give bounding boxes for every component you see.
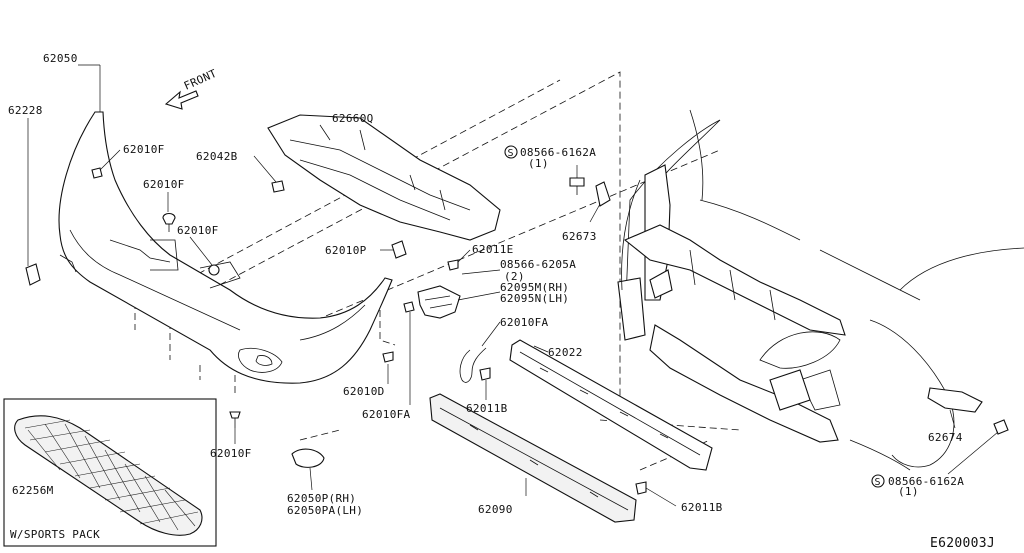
inset-caption: W/SPORTS PACK bbox=[10, 528, 100, 541]
label-62011b-b: 62011B bbox=[681, 501, 723, 514]
label-08566-6205a-qty: (2) bbox=[504, 270, 525, 283]
label-62010p: 62010P bbox=[325, 244, 367, 257]
label-62010d: 62010D bbox=[343, 385, 385, 398]
side-bracket-62674 bbox=[927, 387, 983, 413]
bolt-08566-6162a-top bbox=[569, 177, 585, 195]
label-08566-6205a: 08566-6205A bbox=[500, 258, 576, 271]
label-62010f-d: 62010F bbox=[210, 447, 252, 460]
label-62660q: 62660Q bbox=[332, 112, 374, 125]
label-62011b-a: 62011B bbox=[466, 402, 508, 415]
clip-62010f-mid bbox=[162, 212, 176, 232]
label-62095m: 62095M(RH) bbox=[500, 281, 569, 294]
label-62042b: 62042B bbox=[196, 150, 238, 163]
label-62010f-a: 62010F bbox=[123, 143, 165, 156]
bumper-side-bracket bbox=[417, 285, 461, 319]
diagram-code: E620003J bbox=[930, 536, 995, 551]
label-62050: 62050 bbox=[43, 52, 78, 65]
label-62090: 62090 bbox=[478, 503, 513, 516]
grille-mesh bbox=[24, 419, 199, 531]
label-62228: 62228 bbox=[8, 104, 43, 117]
label-62256m: 62256M bbox=[12, 484, 54, 497]
upper-bracket-62673 bbox=[595, 181, 611, 207]
right-fender bbox=[849, 247, 1024, 471]
vehicle-front-body bbox=[617, 109, 921, 443]
bolt-08566-6162a-bottom bbox=[993, 419, 1009, 435]
front-bumper-fascia bbox=[58, 111, 393, 384]
label-62010fa-b: 62010FA bbox=[362, 408, 411, 421]
nut-62011b-upper bbox=[479, 367, 491, 381]
nut-62010fa-lower bbox=[403, 301, 415, 313]
label-62674: 62674 bbox=[928, 431, 963, 444]
wire-strap bbox=[459, 347, 487, 383]
svg-text:S: S bbox=[875, 477, 881, 488]
fog-lamp-cover bbox=[291, 448, 325, 468]
bumper-reinforcement bbox=[509, 339, 713, 471]
label-08566-6162a-bot-qty: (1) bbox=[898, 485, 919, 498]
label-62022: 62022 bbox=[548, 346, 583, 359]
label-62095n: 62095N(LH) bbox=[500, 292, 569, 305]
svg-text:S: S bbox=[508, 148, 514, 159]
label-62011e: 62011E bbox=[472, 243, 514, 256]
leader-lines bbox=[27, 64, 999, 507]
standard-part-s-icon: S bbox=[504, 145, 518, 159]
side-bracket bbox=[25, 263, 41, 286]
label-62010fa-a: 62010FA bbox=[500, 316, 549, 329]
label-62050p: 62050P(RH) bbox=[287, 492, 356, 505]
label-62673: 62673 bbox=[562, 230, 597, 243]
clip-62042b bbox=[271, 180, 285, 193]
label-62010f-b: 62010F bbox=[143, 178, 185, 191]
nut-62011b-lower bbox=[635, 481, 647, 495]
screw-62010d bbox=[382, 351, 394, 363]
label-08566-6162a-top: 08566-6162A bbox=[520, 146, 596, 159]
clip-62011e bbox=[447, 259, 459, 271]
clip-62010f-bottom bbox=[229, 411, 241, 428]
sports-pack-inset bbox=[3, 398, 217, 547]
front-label: FRONT bbox=[182, 67, 219, 93]
energy-absorber bbox=[429, 393, 637, 523]
label-62010f-c: 62010F bbox=[177, 224, 219, 237]
clip-62010p bbox=[391, 240, 407, 259]
label-62050pa: 62050PA(LH) bbox=[287, 504, 363, 517]
bumper-undercover bbox=[267, 114, 501, 241]
label-08566-6162a-bot: 08566-6162A bbox=[888, 475, 964, 488]
label-08566-6162a-top-qty: (1) bbox=[528, 157, 549, 170]
standard-part-s-icon: S bbox=[871, 474, 885, 488]
clip-62010f-top bbox=[91, 167, 103, 179]
front-arrow-icon bbox=[164, 90, 199, 110]
clip-62010f-right bbox=[208, 264, 220, 276]
